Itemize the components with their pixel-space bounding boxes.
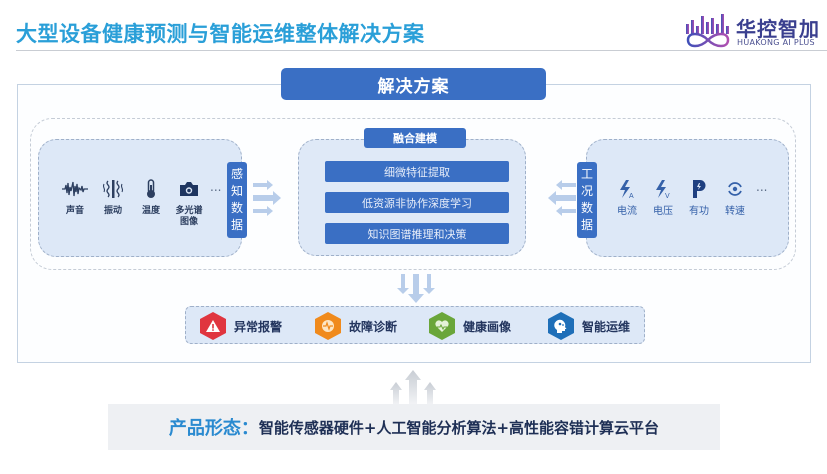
- diagnosis-icon: [315, 312, 341, 340]
- page-title: 大型设备健康预测与智能运维整体解决方案: [16, 22, 425, 46]
- sound-wave-icon: [62, 181, 88, 197]
- sensor-temperature: 温度: [134, 178, 168, 217]
- power-p-icon: [693, 180, 706, 198]
- sensor-multispectral-image: 多光谱 图像: [172, 178, 206, 228]
- solution-header: 解决方案: [281, 68, 546, 100]
- sensor-vibration: 振动: [96, 178, 130, 217]
- signal-rotation-speed: 转速: [720, 178, 750, 217]
- more-ellipsis: ...: [210, 180, 222, 194]
- more-ellipsis: ...: [756, 180, 768, 194]
- arrow-left-icon: [548, 180, 576, 216]
- output-intelligent-om: 智能运维: [548, 312, 630, 340]
- arrow-down-icon: [397, 274, 435, 303]
- thermometer-icon: [147, 179, 155, 198]
- output-fault-diagnosis: 故障诊断: [315, 312, 397, 340]
- warning-icon: [200, 312, 226, 340]
- logo-text-cn: 华控智加: [736, 17, 820, 41]
- signal-active-power: 有功: [684, 178, 714, 217]
- logo-text-en: HUAKONG AI PLUS: [737, 38, 815, 47]
- fusion-item-knowledge-graph: 知识图谱推理和决策: [325, 223, 509, 244]
- operating-items: A 电流 V 电压 有功 转速 ...: [612, 178, 767, 217]
- brain-head-icon: [548, 312, 574, 340]
- company-logo: 华控智加 HUAKONG AI PLUS: [684, 10, 824, 50]
- svg-text:A: A: [629, 193, 634, 199]
- outputs-bar: 异常报警 故障诊断 健康画像 智能运维: [185, 306, 645, 344]
- arrow-right-icon: [253, 180, 281, 216]
- output-health-profile: 健康画像: [429, 312, 511, 340]
- perception-data-tag: 感 知 数 据: [227, 162, 247, 238]
- signal-voltage: V 电压: [648, 178, 678, 217]
- product-form-value: 智能传感器硬件+人工智能分析算法+高性能容错计算云平台: [258, 418, 660, 437]
- product-form-bar: 产品形态： 智能传感器硬件+人工智能分析算法+高性能容错计算云平台: [108, 404, 720, 450]
- operating-data-tag: 工 况 数 据: [577, 162, 597, 238]
- voltage-bolt-icon: V: [656, 180, 670, 199]
- logo-infinity-bars-icon: [686, 14, 730, 48]
- heart-icon: [429, 312, 455, 340]
- perception-panel: [38, 139, 242, 257]
- svg-text:V: V: [665, 193, 670, 199]
- title-divider: [16, 50, 827, 51]
- modeling-group: [30, 118, 796, 270]
- product-form-label: 产品形态：: [168, 418, 259, 439]
- rotation-speed-icon: [728, 182, 742, 196]
- fusion-item-feature-extraction: 细微特征提取: [325, 161, 509, 182]
- current-bolt-icon: A: [620, 180, 634, 199]
- signal-current: A 电流: [612, 178, 642, 217]
- sensor-sound: 声音: [58, 178, 92, 217]
- vibration-icon: [103, 180, 123, 198]
- output-anomaly-alarm: 异常报警: [200, 312, 282, 340]
- arrow-up-icon: [390, 370, 436, 406]
- fusion-modeling-title: 融合建模: [364, 128, 466, 148]
- fusion-item-deep-learning: 低资源非协作深度学习: [325, 192, 509, 213]
- camera-icon: [180, 182, 198, 196]
- perception-items: 声音 振动 温度 多光谱 图像 ...: [58, 178, 221, 228]
